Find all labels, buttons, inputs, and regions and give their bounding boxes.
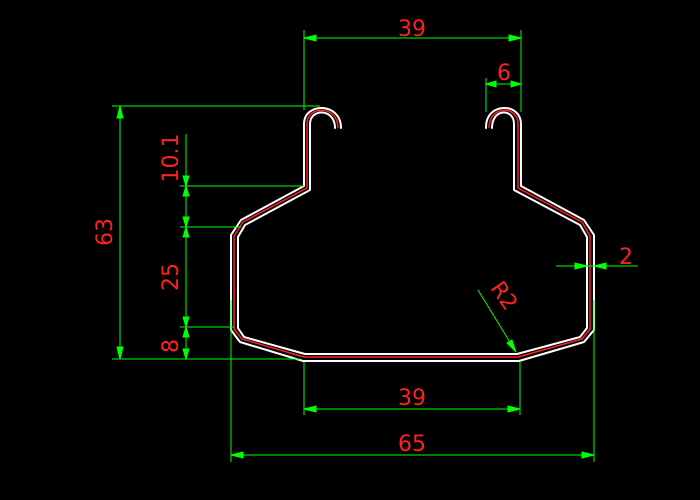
dim-top-opening: 39 xyxy=(398,17,426,42)
dim-overall-height: 63 xyxy=(93,218,118,246)
dim-bottom-width: 39 xyxy=(398,386,426,411)
dim-hook-width: 6 xyxy=(497,61,511,86)
dim-overall-width: 65 xyxy=(398,432,426,457)
profile-centerline xyxy=(233,109,591,358)
dim-thickness: 2 xyxy=(619,245,633,270)
dimension-lines xyxy=(112,30,638,462)
dim-lower-segment: 8 xyxy=(159,339,184,353)
profile-outline xyxy=(230,107,595,362)
dim-upper-segment: 10.1 xyxy=(159,134,184,183)
dim-middle-segment: 25 xyxy=(159,263,184,291)
